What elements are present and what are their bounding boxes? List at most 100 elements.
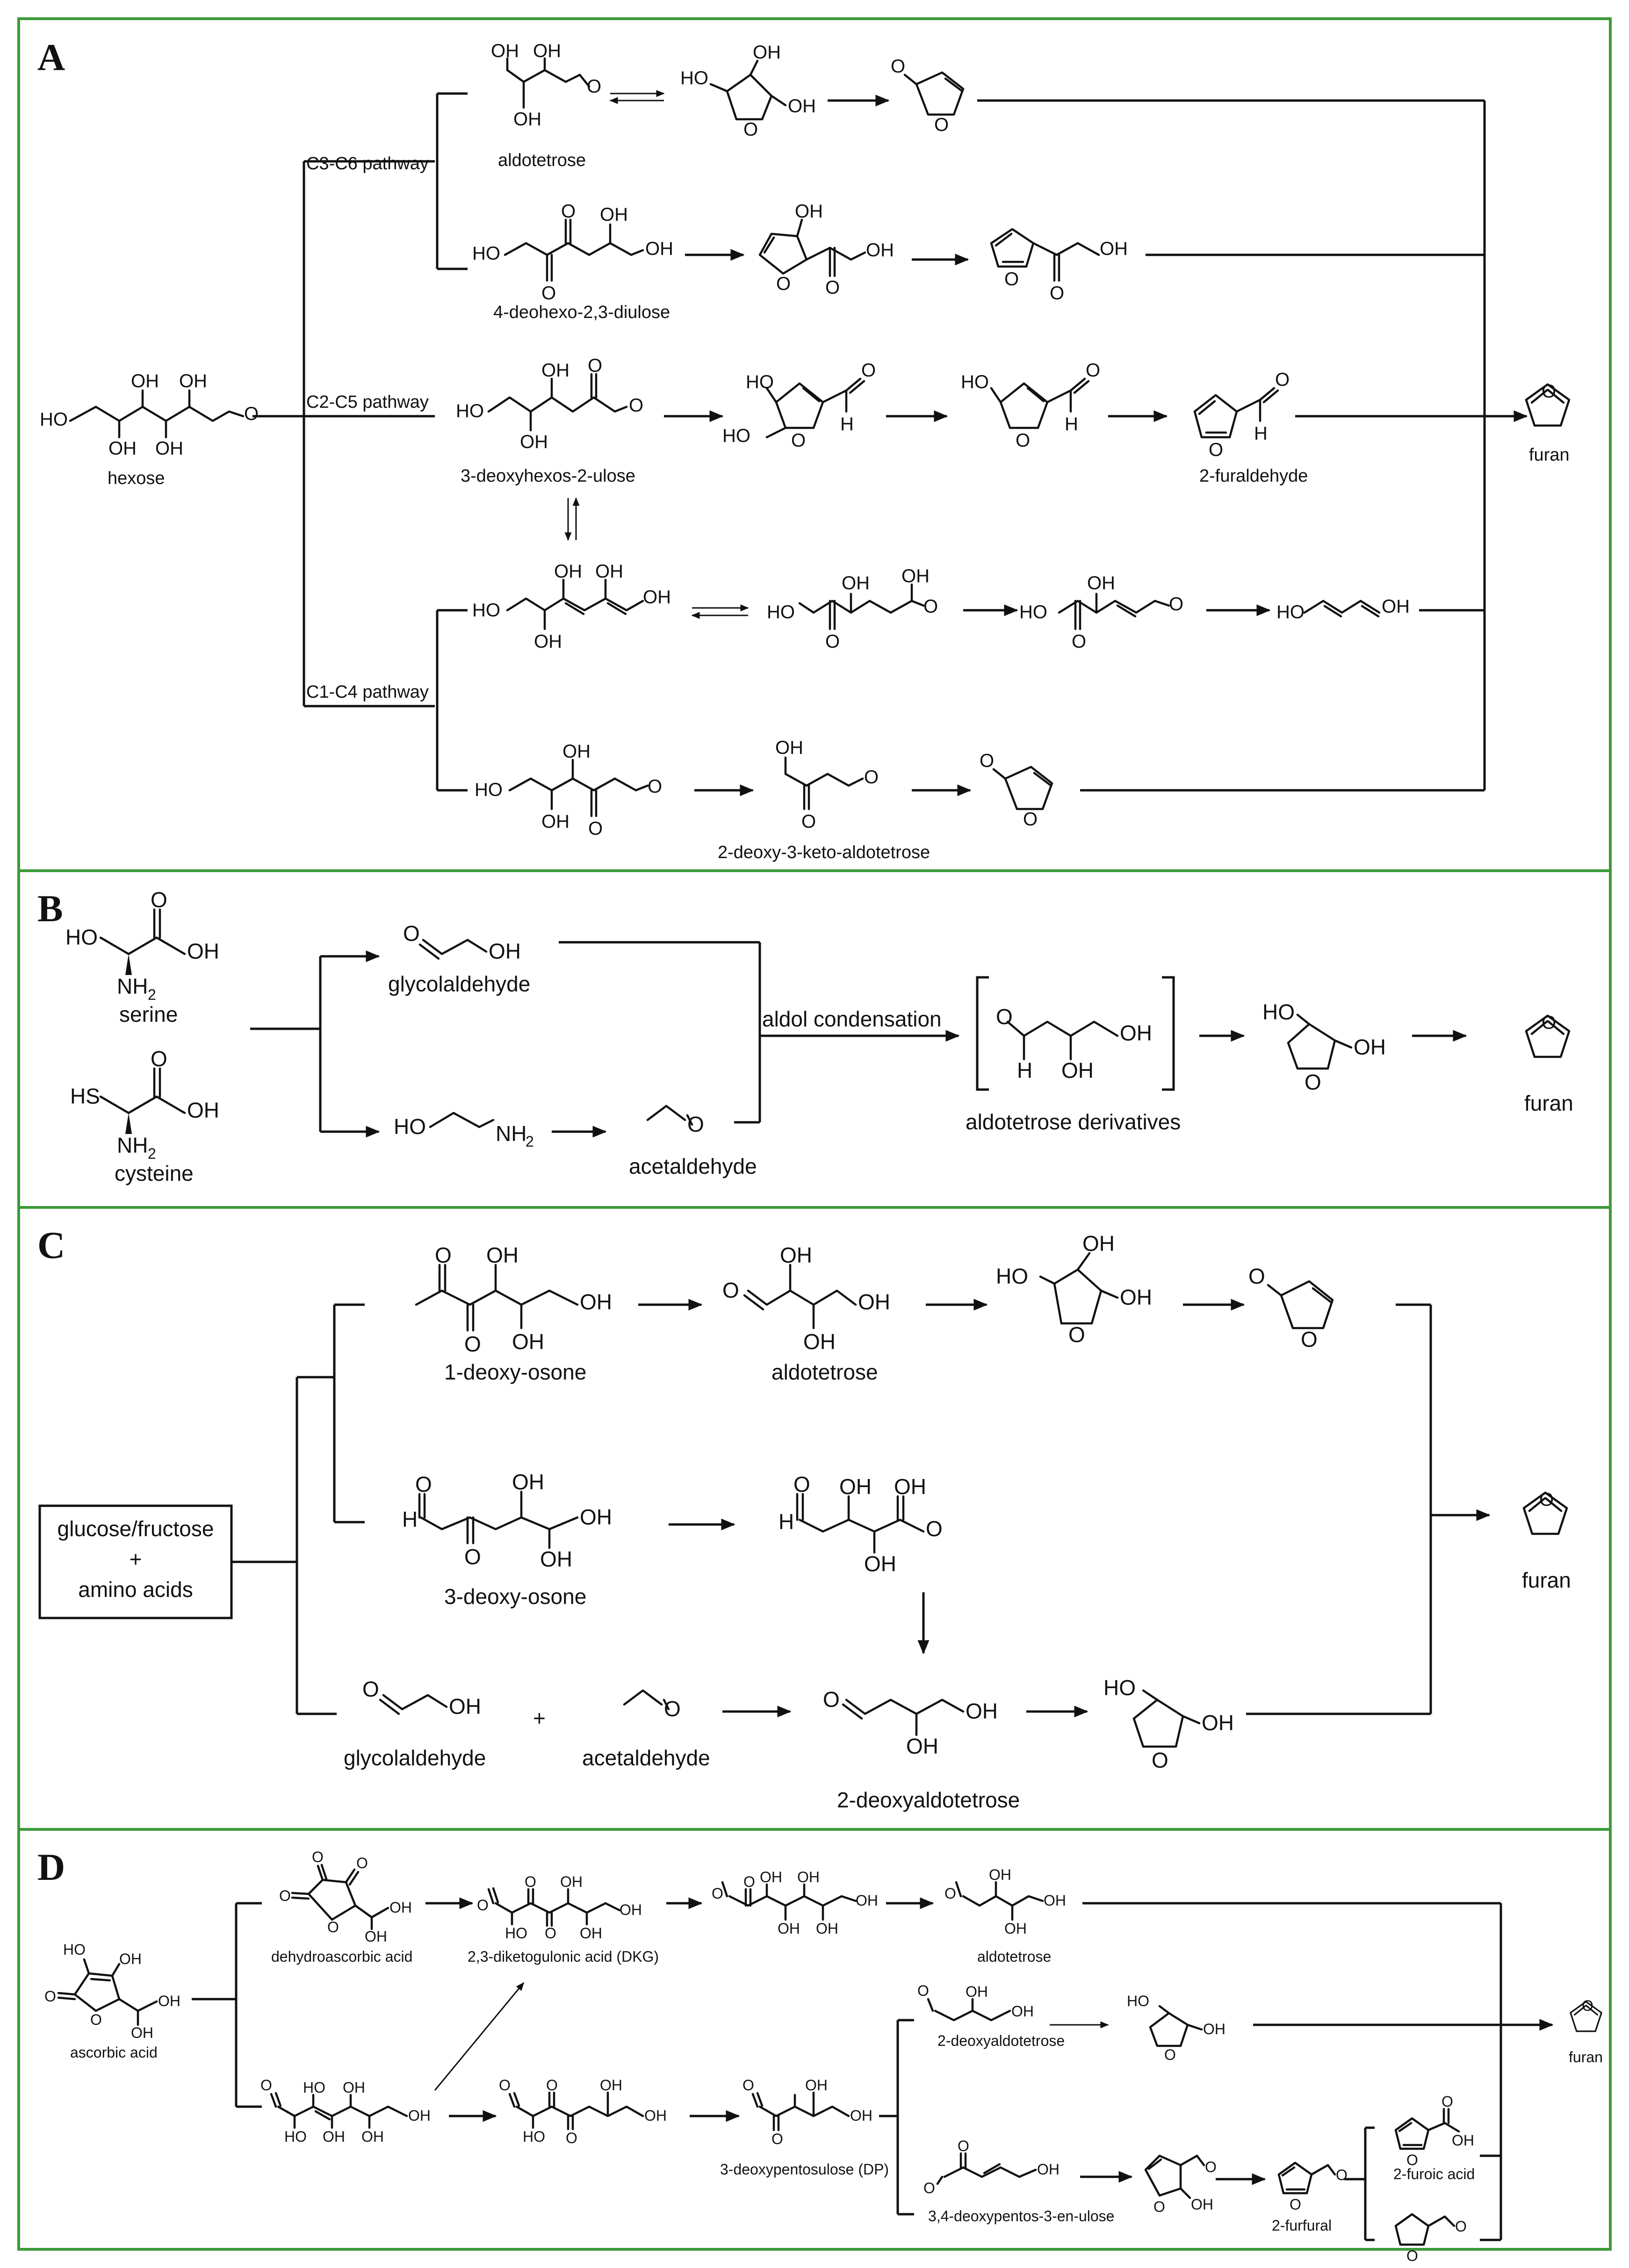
deoxyaldotetrose-structure-d: O OH OH	[917, 1982, 1034, 2022]
svg-text:OH: OH	[644, 2107, 667, 2124]
svg-text:OH: OH	[1202, 1711, 1234, 1735]
panel-a-letter: A	[37, 36, 65, 79]
svg-text:O: O	[1539, 1489, 1554, 1510]
pathway-c3c6: C3-C6 pathway	[306, 154, 429, 173]
svg-text:H: H	[402, 1507, 418, 1531]
svg-text:O: O	[561, 201, 576, 222]
svg-text:OH: OH	[554, 561, 582, 582]
svg-text:OH: OH	[901, 566, 930, 586]
acetaldehyde-structure-b: O	[646, 1105, 704, 1136]
svg-text:OH: OH	[858, 1290, 890, 1314]
svg-text:OH: OH	[361, 2128, 384, 2145]
enulose-label: 3,4-deoxypentos-3-en-ulose	[928, 2208, 1114, 2225]
svg-text:O: O	[1582, 1997, 1593, 2014]
svg-text:OH: OH	[131, 371, 159, 391]
svg-text:OH: OH	[1082, 1231, 1115, 1256]
svg-text:OH: OH	[541, 360, 569, 381]
svg-text:O: O	[546, 2077, 558, 2094]
svg-text:O: O	[934, 115, 949, 135]
svg-text:NH: NH	[496, 1121, 526, 1146]
hexose-structure: HO OH OH OH OH O	[40, 371, 259, 459]
svg-text:HO: HO	[456, 401, 484, 421]
svg-text:HO: HO	[63, 1941, 86, 1958]
cysteine-structure: HS O OH NH 2	[70, 1047, 219, 1162]
svg-text:OH: OH	[803, 1329, 836, 1354]
svg-text:H: H	[778, 1510, 794, 1534]
svg-text:HO: HO	[505, 1925, 527, 1942]
ethanolamine-structure: HO NH 2	[394, 1112, 534, 1150]
svg-text:2: 2	[148, 986, 156, 1003]
svg-text:OH: OH	[512, 1470, 544, 1494]
svg-text:O: O	[244, 404, 259, 424]
glycolaldehyde-structure-c: O OH	[362, 1677, 481, 1719]
svg-text:O: O	[403, 921, 420, 946]
panel-a-frame	[17, 17, 1612, 872]
svg-text:OH: OH	[1191, 2196, 1213, 2213]
svg-text:OH: OH	[1004, 1920, 1027, 1937]
hmf-precursor-structure: HO HO O O H	[722, 360, 876, 451]
panel-d-letter: D	[37, 1846, 65, 1888]
svg-text:O: O	[151, 888, 167, 912]
serine-label: serine	[119, 1002, 178, 1026]
svg-text:O: O	[743, 1873, 755, 1890]
svg-text:O: O	[1455, 2218, 1467, 2235]
dkg-label: 2,3-diketogulonic acid (DKG)	[468, 1948, 659, 1965]
svg-text:O: O	[1072, 631, 1086, 652]
svg-text:OH: OH	[1061, 1058, 1094, 1083]
svg-text:OH: OH	[343, 2079, 365, 2096]
svg-text:O: O	[362, 1677, 379, 1701]
svg-text:OH: OH	[866, 240, 894, 260]
svg-text:HO: HO	[394, 1114, 426, 1139]
svg-text:O: O	[1336, 2167, 1348, 2183]
svg-text:OH: OH	[797, 1869, 820, 1885]
svg-text:OH: OH	[389, 1899, 412, 1916]
svg-text:HO: HO	[475, 780, 503, 800]
svg-text:O: O	[1209, 440, 1223, 460]
svg-text:OH: OH	[187, 1098, 219, 1122]
ascorbic-acid-label: ascorbic acid	[70, 2044, 158, 2061]
svg-text:O: O	[415, 1472, 432, 1496]
box-line-1: glucose/fructose	[58, 1517, 214, 1541]
box-line-2: +	[130, 1547, 142, 1571]
svg-text:OH: OH	[108, 438, 137, 459]
svg-text:HO: HO	[1103, 1676, 1136, 1700]
svg-text:O: O	[1301, 1327, 1318, 1351]
aldotetrose-label-d: aldotetrose	[977, 1948, 1051, 1965]
svg-text:OH: OH	[533, 41, 561, 61]
svg-text:OH: OH	[520, 432, 548, 452]
svg-text:O: O	[926, 1517, 943, 1541]
butadienediol-structure: HO OH	[1276, 596, 1410, 622]
glycolaldehyde-structure-b: O OH	[403, 921, 521, 963]
svg-text:OH: OH	[323, 2128, 345, 2145]
svg-text:OH: OH	[560, 1873, 583, 1890]
svg-text:O: O	[588, 355, 602, 376]
svg-text:O: O	[1406, 2152, 1418, 2168]
svg-text:OH: OH	[839, 1474, 872, 1499]
svg-text:O: O	[923, 596, 938, 617]
svg-text:OH: OH	[753, 42, 781, 63]
deoxyosone1-label: 1-deoxy-osone	[444, 1360, 586, 1384]
svg-text:O: O	[864, 767, 879, 787]
deoxyaldotetrose-label-c: 2-deoxyaldotetrose	[837, 1788, 1020, 1812]
aldotetrose-structure-d: O OH OH OH	[944, 1866, 1066, 1937]
svg-text:O: O	[566, 2130, 577, 2146]
deoxyosone3-structure: O H O OH OH OH	[402, 1470, 612, 1571]
svg-text:O: O	[1023, 809, 1038, 830]
cyclic-aldotetrose-structure: HO OH OH O	[680, 42, 816, 140]
svg-text:OH: OH	[1011, 2003, 1034, 2020]
svg-text:O: O	[996, 1004, 1013, 1029]
svg-text:O: O	[464, 1332, 481, 1356]
svg-text:HO: HO	[1276, 602, 1305, 622]
svg-text:OH: OH	[894, 1474, 926, 1499]
svg-text:O: O	[629, 395, 643, 416]
hexose-label: hexose	[108, 469, 165, 488]
furanone-structure-c: O O	[1248, 1264, 1334, 1351]
deoxy-cyclic-tetrose-structure-c: HO OH O	[1103, 1676, 1234, 1772]
svg-text:OH: OH	[1120, 1285, 1152, 1309]
svg-text:HO: HO	[1262, 1000, 1295, 1024]
furaldehyde-label: 2-furaldehyde	[1199, 466, 1308, 486]
svg-text:OH: OH	[580, 1505, 612, 1529]
svg-text:HO: HO	[65, 925, 98, 949]
svg-text:OH: OH	[131, 2024, 153, 2041]
svg-text:O: O	[687, 1112, 704, 1136]
